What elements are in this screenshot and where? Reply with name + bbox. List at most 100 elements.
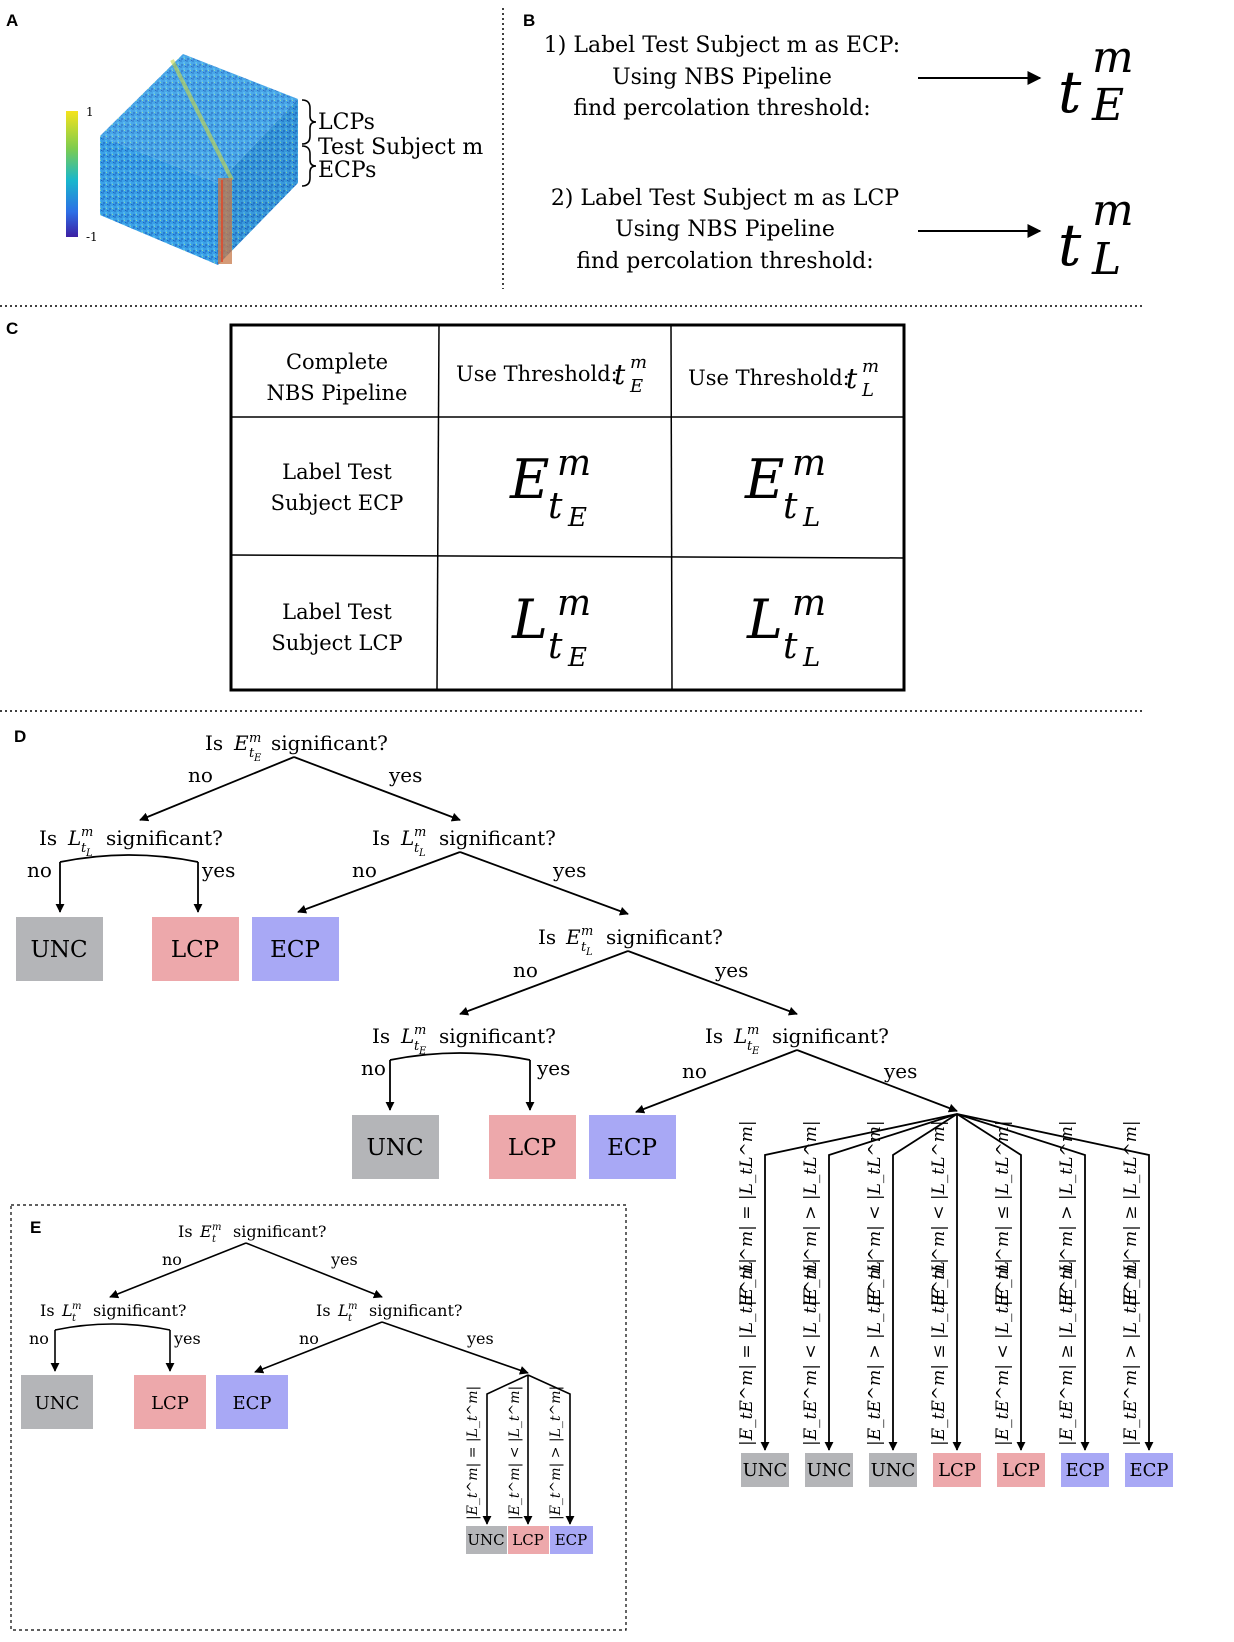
d-comp-4-label: |E_tE^m| ≤ |L_tE^m| [929, 1258, 949, 1446]
e-result-1 [466, 1526, 507, 1554]
e-box-ecp [216, 1375, 288, 1429]
svg-text:Is: Is [39, 826, 57, 850]
d-q4r-no: no [682, 1059, 707, 1083]
svg-text:significant?: significant? [772, 1024, 889, 1048]
panel-a: 1 -1 LCPs Test Subject m ECPs [66, 54, 483, 265]
d-q1-no: no [188, 763, 213, 787]
row2-line2: Subject LCP [271, 631, 402, 655]
svg-text:Is: Is [40, 1301, 55, 1320]
d-box-ecp-2 [589, 1115, 676, 1179]
e-q2l-no: no [29, 1329, 49, 1348]
d-comp-4-label-b: |E_tL^m| < |L_tL^m| [929, 1120, 949, 1306]
row1-line1: Label Test [282, 460, 392, 484]
svg-text:Is: Is [538, 925, 556, 949]
d-comp-1-label-b: |E_tL^m| = |L_tL^m| [737, 1120, 757, 1306]
d-q1-yes: yes [388, 763, 422, 787]
d-q2r-yes: yes [552, 858, 586, 882]
e-result-3-label: ECP [555, 1531, 588, 1549]
d-comp-3-label: |E_tE^m| > |L_tE^m| [865, 1258, 885, 1446]
d-comparison-branches [760, 1113, 1154, 1451]
colorbar [66, 111, 78, 237]
table-corner-line2: NBS Pipeline [267, 381, 408, 405]
svg-text:Is: Is [205, 731, 223, 755]
step1-line1: 1) Label Test Subject m as ECP: [544, 33, 900, 58]
e-box-lcp-label: LCP [151, 1393, 189, 1414]
label-test-subject: Test Subject m [318, 135, 483, 160]
d-result-4-label: LCP [938, 1460, 976, 1481]
data-cube [100, 54, 298, 265]
svg-text:Lmt: Lmt [61, 1301, 81, 1324]
d-result-6-label: ECP [1065, 1460, 1104, 1481]
d-comp-6-label: |E_tE^m| ≥ |L_tE^m| [1057, 1258, 1077, 1446]
panel-d-letter: D [14, 727, 26, 746]
d-result-3 [869, 1453, 917, 1487]
e-result-1-label: UNC [467, 1531, 504, 1549]
d-box-ecp-2-label: ECP [607, 1135, 657, 1161]
d-box-unc-2 [352, 1115, 439, 1179]
d-comp-3-label-b: |E_tL^m| < |L_tL^m| [865, 1120, 885, 1306]
panel-b: 1) Label Test Subject m as ECP: Using NB… [544, 32, 1134, 285]
d-q4r-yes: yes [883, 1059, 917, 1083]
e-result-2-label: LCP [512, 1531, 544, 1549]
step1-line3: find percolation threshold: [573, 96, 870, 121]
d-box-lcp-2-label: LCP [508, 1135, 556, 1161]
d-box-lcp-1-label: LCP [171, 937, 219, 963]
svg-text:significant?: significant? [271, 731, 388, 755]
colorbar-min-label: -1 [86, 230, 98, 244]
d-result-5 [997, 1453, 1045, 1487]
row1-line2: Subject ECP [271, 491, 404, 515]
e-result-3 [550, 1526, 593, 1554]
d-comp-7-label: |E_tE^m| > |L_tE^m| [1121, 1258, 1141, 1446]
step1-line2: Using NBS Pipeline [612, 65, 832, 90]
d-box-lcp-2 [489, 1115, 576, 1179]
svg-text:Is: Is [178, 1222, 193, 1241]
svg-text:significant?: significant? [106, 826, 223, 850]
d-result-2-label: UNC [807, 1460, 852, 1481]
e-q2l-yes: yes [173, 1329, 201, 1348]
d-result-4 [933, 1453, 981, 1487]
d-box-unc-1-label: UNC [30, 937, 87, 963]
panel-a-letter: A [6, 11, 18, 30]
svg-text:Is: Is [372, 1024, 390, 1048]
svg-text:Lmt: Lmt [337, 1301, 357, 1324]
d-result-6 [1061, 1453, 1109, 1487]
d-q2l-no: no [27, 858, 52, 882]
d-result-1-label: UNC [743, 1460, 788, 1481]
step2-line2: Using NBS Pipeline [615, 217, 835, 242]
d-comp-6-label-b: |E_tL^m| > |L_tL^m| [1057, 1120, 1077, 1306]
d-result-7 [1125, 1453, 1173, 1487]
d-result-3-label: UNC [871, 1460, 916, 1481]
d-q2l-yes: yes [201, 858, 235, 882]
e-box-unc [21, 1375, 93, 1429]
d-comp-2-label-b: |E_tL^m| > |L_tL^m| [801, 1120, 821, 1306]
d-box-unc-2-label: UNC [366, 1135, 423, 1161]
brace-ecps [301, 145, 317, 187]
svg-text:Is: Is [705, 1024, 723, 1048]
svg-text:Is: Is [372, 826, 390, 850]
e-box-lcp [134, 1375, 206, 1429]
e-comp-1-label: |E_t^m| = |L_t^m| [465, 1386, 481, 1520]
panel-e-letter: E [30, 1218, 41, 1237]
d-box-unc-1 [16, 917, 103, 981]
e-box-unc-label: UNC [35, 1393, 80, 1414]
panel-c-letter: C [6, 319, 18, 338]
e-comparison-branches [482, 1374, 575, 1525]
e-comp-2-label: |E_t^m| < |L_t^m| [507, 1386, 523, 1520]
label-lcps: LCPs [318, 110, 375, 135]
label-ecps: ECPs [318, 158, 376, 183]
d-comparison-labels: |E_tE^m| = |L_tE^m| |E_tE^m| < |L_tE^m| … [737, 1120, 1141, 1446]
panel-e-frame [10, 1204, 627, 1631]
e-q1-yes: yes [330, 1250, 358, 1269]
svg-text:significant?: significant? [233, 1222, 326, 1241]
e-q2r-yes: yes [466, 1329, 494, 1348]
